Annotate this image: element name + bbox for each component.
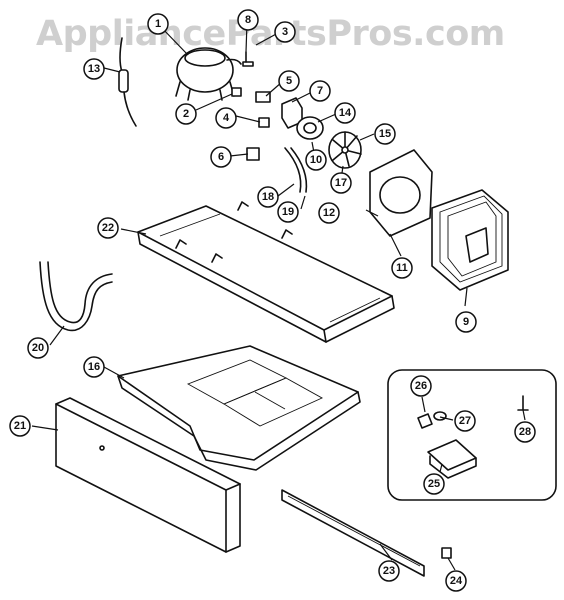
callout-15: 15 — [374, 123, 396, 145]
svg-text:8: 8 — [245, 14, 251, 26]
capillary-tube-drawing — [118, 37, 137, 127]
condenser-coil-drawing — [431, 189, 509, 291]
svg-text:3: 3 — [282, 26, 288, 38]
svg-text:7: 7 — [317, 85, 323, 97]
rear-access-cover-drawing — [55, 397, 241, 553]
inset-box — [387, 369, 557, 501]
support-channel-drawing — [137, 201, 395, 343]
svg-text:19: 19 — [282, 206, 294, 218]
svg-text:16: 16 — [88, 361, 100, 373]
callout-23: 23 — [378, 560, 400, 582]
callout-9: 9 — [455, 311, 477, 333]
callout-3: 3 — [274, 21, 296, 43]
callout-27: 27 — [454, 410, 476, 432]
callout-6: 6 — [210, 146, 232, 168]
svg-text:22: 22 — [102, 222, 114, 234]
drain-tube-drawing — [39, 261, 113, 332]
svg-text:25: 25 — [428, 478, 440, 490]
svg-text:12: 12 — [323, 207, 335, 219]
svg-text:1: 1 — [155, 18, 161, 30]
callout-17: 17 — [330, 172, 352, 194]
svg-text:18: 18 — [262, 191, 274, 203]
svg-text:27: 27 — [459, 415, 471, 427]
callout-18: 18 — [257, 186, 279, 208]
callout-14: 14 — [334, 102, 356, 124]
callout-26: 26 — [410, 375, 432, 397]
callout-20: 20 — [27, 337, 49, 359]
callout-11: 11 — [391, 257, 413, 279]
callout-8: 8 — [237, 9, 259, 31]
clip-drawing — [441, 547, 452, 559]
callout-10: 10 — [305, 149, 327, 171]
svg-text:23: 23 — [383, 565, 395, 577]
svg-text:9: 9 — [463, 316, 469, 328]
svg-text:13: 13 — [88, 63, 100, 75]
callout-19: 19 — [277, 201, 299, 223]
watermark-text: AppliancePartsPros.com — [36, 14, 505, 54]
svg-text:15: 15 — [379, 128, 391, 140]
fan-bracket-drawing — [284, 147, 308, 193]
callout-7: 7 — [309, 80, 331, 102]
svg-text:24: 24 — [450, 575, 463, 587]
callout-25: 25 — [423, 473, 445, 495]
svg-text:5: 5 — [286, 75, 292, 87]
callout-28: 28 — [514, 421, 536, 443]
svg-text:17: 17 — [335, 177, 347, 189]
callout-22: 22 — [97, 217, 119, 239]
svg-text:14: 14 — [339, 107, 352, 119]
svg-text:26: 26 — [415, 380, 427, 392]
fan-blade-drawing — [328, 131, 362, 169]
callout-5: 5 — [278, 70, 300, 92]
callout-21: 21 — [9, 415, 31, 437]
callout-12: 12 — [318, 202, 340, 224]
callout-16: 16 — [83, 356, 105, 378]
callout-24: 24 — [445, 570, 467, 592]
callout-1: 1 — [147, 13, 169, 35]
svg-text:11: 11 — [396, 262, 408, 274]
fan-shroud-drawing — [369, 149, 433, 237]
small-hardware-drawings — [231, 51, 271, 161]
drain-pan-drawing — [117, 345, 361, 471]
svg-text:20: 20 — [32, 342, 44, 354]
svg-text:21: 21 — [14, 420, 26, 432]
condenser-fan-motor-drawing — [281, 97, 324, 140]
svg-text:10: 10 — [310, 154, 322, 166]
svg-text:2: 2 — [183, 108, 189, 120]
svg-text:4: 4 — [223, 112, 230, 124]
callout-4: 4 — [215, 107, 237, 129]
svg-text:28: 28 — [519, 426, 531, 438]
callout-13: 13 — [83, 58, 105, 80]
svg-text:6: 6 — [218, 151, 224, 163]
toe-grille-drawing — [281, 489, 425, 577]
callout-2: 2 — [175, 103, 197, 125]
